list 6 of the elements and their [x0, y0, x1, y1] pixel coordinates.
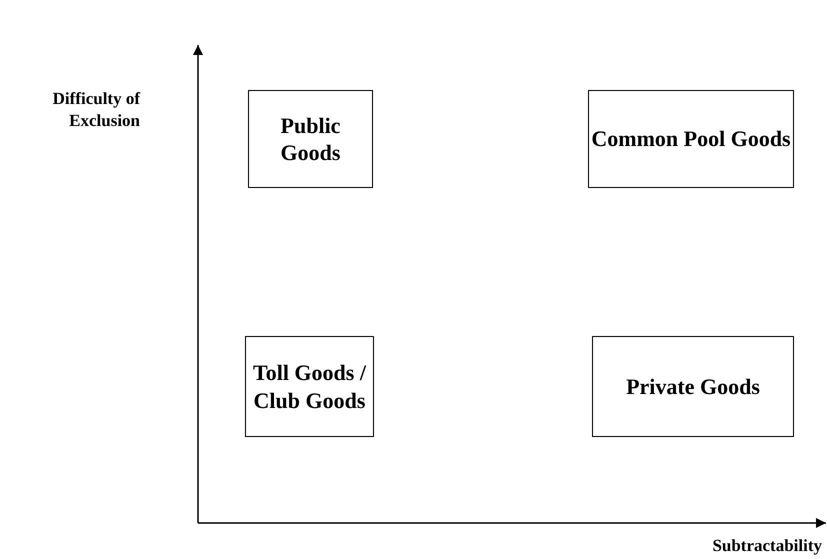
category-box: Common Pool Goods — [588, 90, 794, 188]
category-box: Public Goods — [248, 90, 373, 188]
category-box: Private Goods — [592, 336, 794, 437]
axis-label: Subtractability — [711, 535, 822, 557]
axis-label: Difficulty of Exclusion — [52, 88, 140, 132]
category-box: Toll Goods / Club Goods — [245, 336, 374, 437]
